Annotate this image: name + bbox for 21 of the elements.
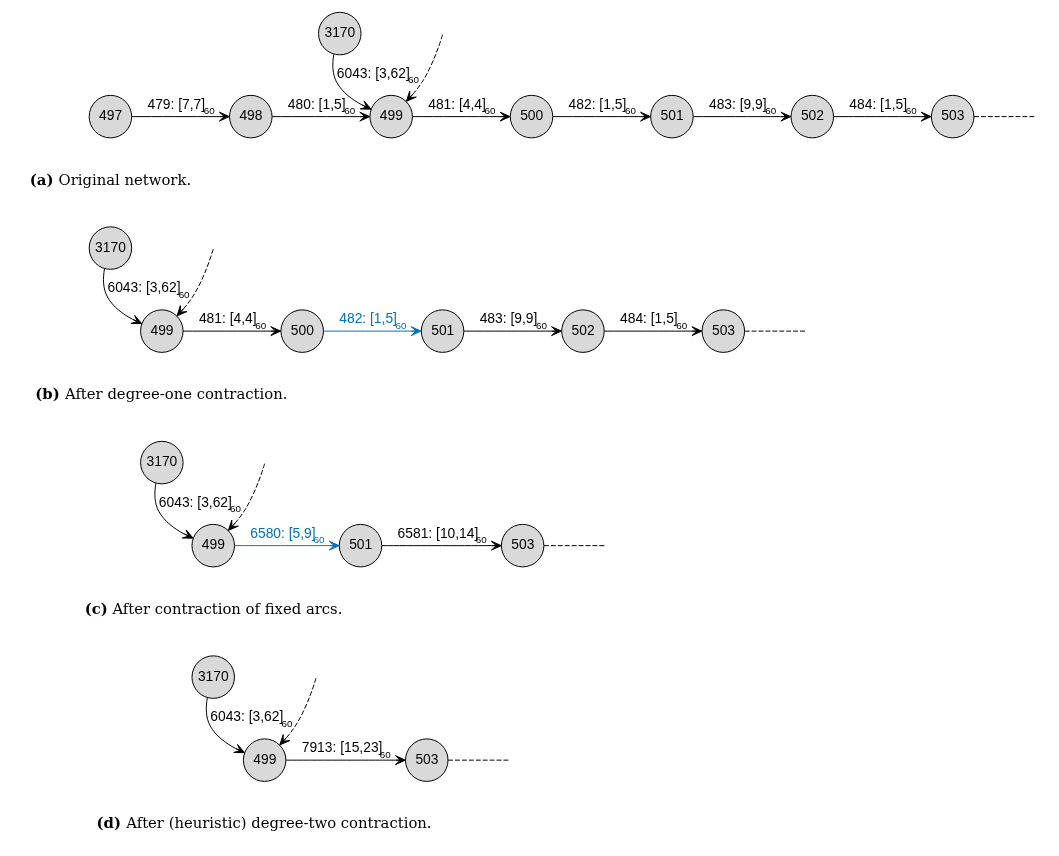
edge-label: 483: [9,9]$_{60}$ bbox=[479, 310, 547, 331]
label: (c) After contraction of fixed arcs. bbox=[84, 599, 343, 617]
edge-label: 6581: [10,14]$_{60}$ bbox=[397, 524, 487, 546]
edge-label: 482: [1,5]$_{60}$ bbox=[339, 310, 407, 331]
edge-label: 480: [1,5]$_{60}$ bbox=[287, 95, 356, 117]
edge-label: 6043: [3,62]$_{60}$ bbox=[210, 708, 293, 729]
label: (a) Original network. bbox=[29, 170, 192, 188]
edge-label: 484: [1,5]$_{60}$ bbox=[620, 310, 688, 331]
edge-label: 481: [4,4]$_{60}$ bbox=[198, 310, 267, 331]
edge-label: 483: [9,9]$_{60}$ bbox=[708, 95, 777, 117]
edge-label: 6043: [3,62]$_{60}$ bbox=[107, 279, 190, 300]
edge-label: 482: [1,5]$_{60}$ bbox=[568, 95, 636, 117]
edge-label: 479: [7,7]$_{60}$ bbox=[147, 95, 215, 117]
edge-label: 6043: [3,62]$_{60}$ bbox=[336, 64, 419, 86]
edge-label: 6580: [5,9]$_{60}$ bbox=[250, 524, 325, 546]
label: (b) After degree-one contraction. bbox=[35, 385, 288, 403]
edge-label: 7913: [15,23]$_{60}$ bbox=[301, 739, 391, 760]
edge-label: 484: [1,5]$_{60}$ bbox=[849, 95, 917, 117]
label: (d) After (heuristic) degree-two contraction. bbox=[96, 814, 432, 832]
edge-label: 481: [4,4]$_{60}$ bbox=[428, 95, 496, 117]
edge-label: 6043: [3,62]$_{60}$ bbox=[158, 493, 242, 515]
